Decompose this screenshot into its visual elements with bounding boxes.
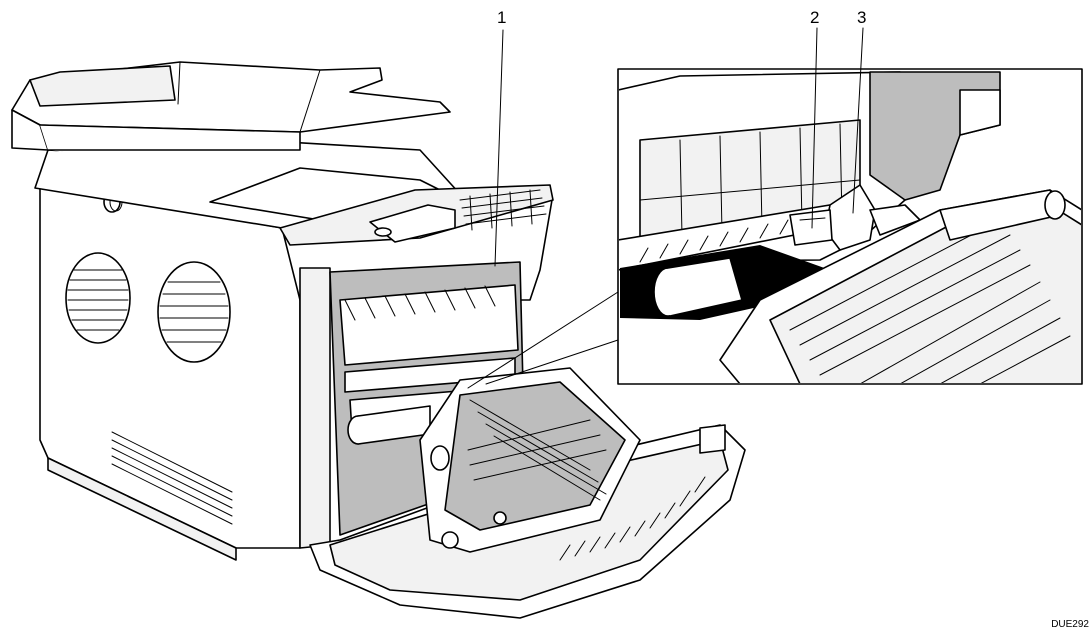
- callout-2: 2: [810, 8, 819, 27]
- callout-1: 1: [497, 8, 506, 27]
- side-vent-right: [157, 261, 231, 363]
- printer-body: [39, 184, 553, 561]
- callout-2-leader: [811, 27, 818, 229]
- callout-3: 3: [857, 8, 866, 27]
- pressure-lever: [789, 209, 833, 246]
- control-panel: [279, 184, 554, 246]
- transfer-unit: [419, 367, 641, 553]
- callout-1-leader: [494, 29, 504, 267]
- callout-3-leader: [852, 27, 864, 214]
- side-vent-left: [65, 252, 131, 344]
- figure-code: DUE292: [1051, 619, 1089, 630]
- home-key: [374, 227, 392, 237]
- magnified-detail: [617, 68, 1083, 385]
- scanner-unit: [11, 61, 471, 229]
